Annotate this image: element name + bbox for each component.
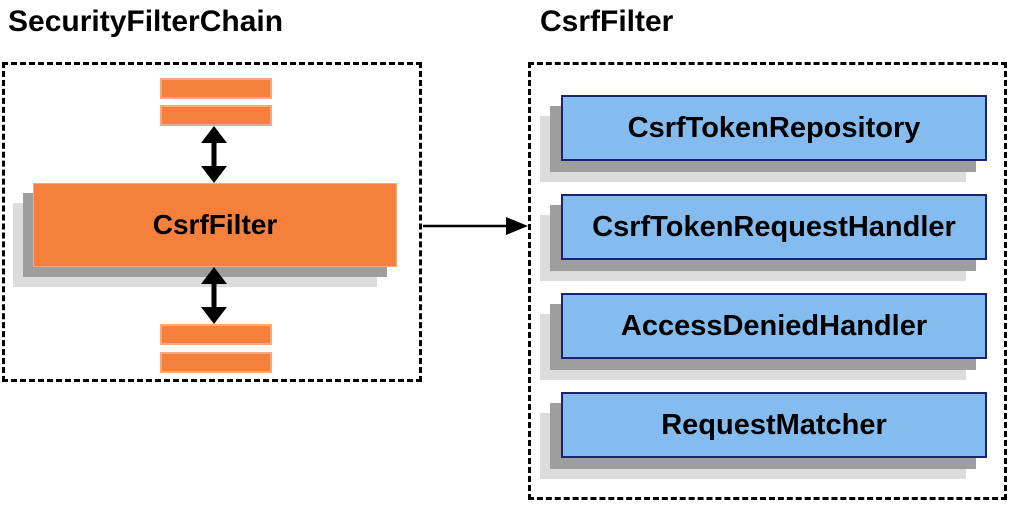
left-panel-title: SecurityFilterChain <box>8 5 284 38</box>
csrf-filter-node: CsrfFilter <box>33 183 397 267</box>
component-request-matcher: RequestMatcher <box>561 392 987 458</box>
right-panel-title: CsrfFilter <box>540 5 674 38</box>
right-arrow-icon <box>423 217 528 235</box>
csrf-filter-node-label: CsrfFilter <box>152 209 278 240</box>
filter-placeholder-bar <box>160 352 272 373</box>
filter-placeholder-bar <box>160 105 272 126</box>
up-down-arrow-icon <box>201 126 227 183</box>
component-label: RequestMatcher <box>661 408 887 441</box>
filter-placeholder-bar <box>160 78 272 99</box>
component-access-denied-handler: AccessDeniedHandler <box>561 293 987 359</box>
up-down-arrow-icon <box>201 267 227 324</box>
component-csrf-token-repository: CsrfTokenRepository <box>561 95 987 161</box>
security-filter-chain-container <box>2 62 422 382</box>
component-csrf-token-request-handler: CsrfTokenRequestHandler <box>561 194 987 260</box>
component-label: CsrfTokenRequestHandler <box>592 210 956 243</box>
component-label: CsrfTokenRepository <box>627 111 921 144</box>
filter-placeholder-bar <box>160 324 272 345</box>
csrf-filter-container <box>528 62 1007 500</box>
component-label: AccessDeniedHandler <box>620 309 928 342</box>
